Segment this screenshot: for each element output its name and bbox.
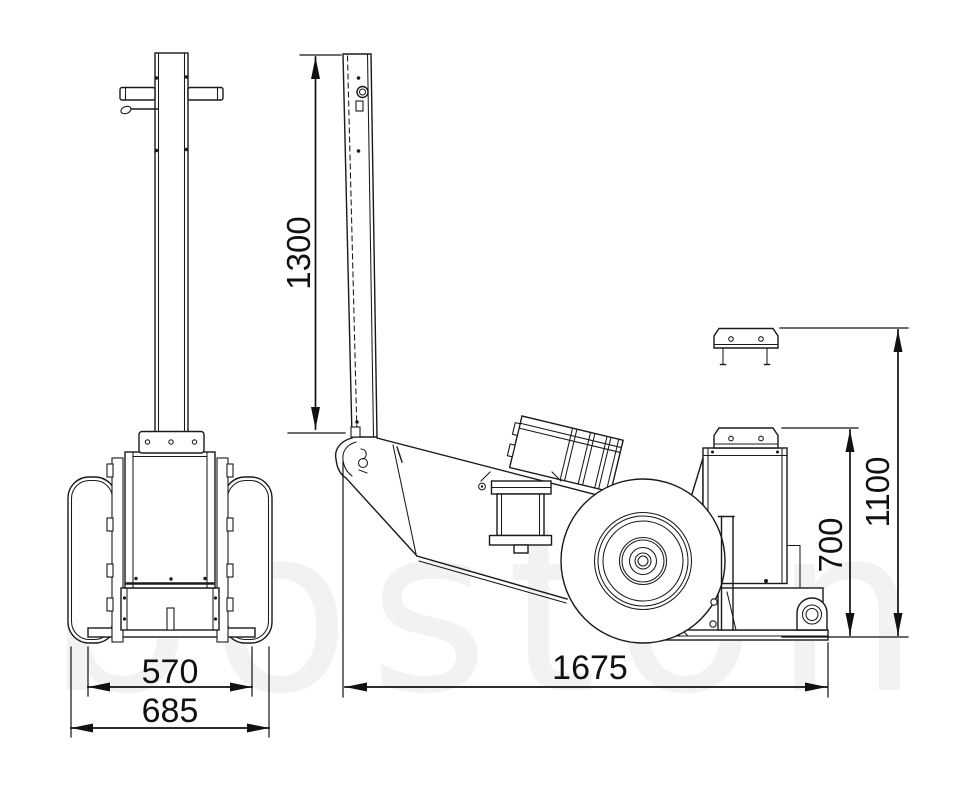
dimension-overall-width: 685 xyxy=(70,646,270,738)
dim-1100-label: 1100 xyxy=(859,457,896,528)
dim-1300-label: 1300 xyxy=(280,216,317,289)
base-plate xyxy=(661,629,829,641)
post-mount-plate xyxy=(138,430,205,454)
dimension-max-height: 1100 xyxy=(779,327,909,638)
handle-post-front xyxy=(154,52,189,438)
dim-685-label: 685 xyxy=(142,692,199,730)
front-right-wheel xyxy=(223,476,273,644)
dim-700-label: 700 xyxy=(812,517,849,572)
side-view xyxy=(334,53,829,644)
handlebar xyxy=(119,86,224,101)
dimension-min-height: 700 xyxy=(781,427,859,636)
dim-1675-label: 1675 xyxy=(552,649,628,687)
control-box xyxy=(506,415,624,493)
air-pump xyxy=(478,471,562,554)
dimension-overall-length: 1675 xyxy=(342,461,829,698)
dim-570-label: 570 xyxy=(142,653,199,691)
extension-saddle xyxy=(713,327,779,366)
front-body xyxy=(124,451,216,589)
wheel-forks xyxy=(106,457,234,643)
handle-post-side xyxy=(342,53,378,438)
front-view xyxy=(67,52,273,644)
foot-front-edges xyxy=(709,515,737,631)
release-lever xyxy=(120,105,159,115)
dimension-track-width: 570 xyxy=(87,646,253,697)
side-wheel xyxy=(560,478,726,644)
front-left-wheel xyxy=(67,476,117,644)
dimension-handle-height: 1300 xyxy=(280,54,346,434)
front-lower-body xyxy=(120,587,220,631)
